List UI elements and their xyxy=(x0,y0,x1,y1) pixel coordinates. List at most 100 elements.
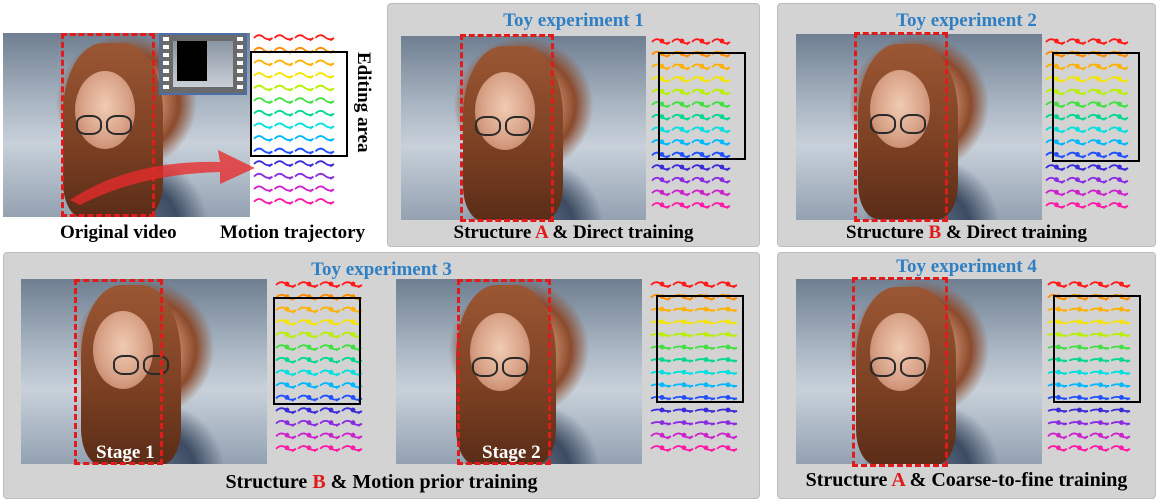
trajectory-row xyxy=(1045,176,1129,184)
trajectory-row xyxy=(651,113,731,121)
trajectory-row xyxy=(253,185,335,193)
trajectory-row xyxy=(651,88,731,96)
trajectory-row xyxy=(650,344,738,351)
trajectory-row xyxy=(651,63,731,71)
experiment-4-area-box xyxy=(1053,295,1141,403)
experiment-2-area-box xyxy=(1052,52,1140,162)
experiment-4-trajectory xyxy=(1047,281,1131,453)
experiment-4-frame xyxy=(796,279,1042,464)
trajectory-row xyxy=(1047,332,1131,338)
trajectory-row xyxy=(253,172,335,180)
toy-experiment-4-title: Toy experiment 4 xyxy=(896,256,1037,277)
trajectory-row xyxy=(651,164,731,172)
trajectory-row xyxy=(1045,164,1129,172)
trajectory-row xyxy=(650,382,738,388)
experiment-4-caption: Structure A & Coarse-to-fine training xyxy=(805,469,1128,491)
trajectory-row xyxy=(1045,113,1129,121)
toy-experiment-1-title: Toy experiment 1 xyxy=(503,10,644,31)
trajectory-row xyxy=(1045,76,1129,84)
trajectory-row xyxy=(651,126,731,134)
experiment-2-caption: Structure B & Direct training xyxy=(846,222,1087,243)
editing-area-label: Editing area xyxy=(353,52,374,153)
stage-1-label: Stage 1 xyxy=(96,442,155,463)
trajectory-row xyxy=(650,306,738,313)
toy-experiment-4-panel: Toy experiment 4 Structure A & Coarse-to… xyxy=(777,252,1156,499)
trajectory-row xyxy=(253,147,335,155)
stage-1-editing-box xyxy=(74,279,163,465)
stage-1-frame xyxy=(21,279,267,464)
trajectory-row xyxy=(1045,202,1129,210)
trajectory-row xyxy=(650,319,738,325)
trajectory-row xyxy=(1047,407,1131,414)
trajectory-row xyxy=(253,109,335,117)
experiment-1-frame xyxy=(401,36,646,220)
trajectory-row xyxy=(1045,38,1129,46)
stage-2-editing-box xyxy=(457,279,551,465)
trajectory-row xyxy=(253,97,335,105)
trajectory-row xyxy=(1045,151,1129,159)
trajectory-row xyxy=(651,101,731,109)
trajectory-row xyxy=(651,151,731,159)
trajectory-row xyxy=(275,419,363,427)
trajectory-row xyxy=(1045,63,1129,71)
toy-experiment-1-panel: Toy experiment 1 Structure A & Direct tr… xyxy=(387,3,760,247)
trajectory-row xyxy=(650,445,738,453)
trajectory-row xyxy=(650,281,738,289)
trajectory-row xyxy=(1047,369,1131,376)
trajectory-row xyxy=(253,72,335,80)
trajectory-row xyxy=(650,357,738,363)
trajectory-row xyxy=(253,122,335,130)
trajectory-row xyxy=(650,407,738,414)
trajectory-row xyxy=(275,407,363,415)
trajectory-row xyxy=(651,139,731,147)
trajectory-row xyxy=(253,198,335,206)
trajectory-row xyxy=(275,445,363,453)
trajectory-row xyxy=(275,369,363,377)
experiment-2-frame xyxy=(796,34,1042,220)
toy-experiment-2-title: Toy experiment 2 xyxy=(896,10,1037,31)
trajectory-row xyxy=(1047,395,1131,401)
trajectory-row xyxy=(1045,139,1129,147)
toy-experiment-2-panel: Toy experiment 2 Structure B & Direct tr… xyxy=(777,3,1156,247)
trajectory-row xyxy=(1047,281,1131,289)
stage-1-area-box xyxy=(273,297,361,405)
trajectory-row xyxy=(1045,88,1129,96)
trajectory-row xyxy=(1045,126,1129,134)
original-video-label: Original video xyxy=(60,222,177,243)
trajectory-row xyxy=(275,281,363,289)
video-thumbnail-icon xyxy=(159,33,247,95)
trajectory-row xyxy=(651,76,731,84)
experiment-1-area-box xyxy=(658,52,746,160)
experiment-3-caption: Structure B & Motion prior training xyxy=(225,471,538,493)
trajectory-row xyxy=(650,420,738,426)
trajectory-row xyxy=(651,202,731,210)
trajectory-row xyxy=(650,332,738,338)
trajectory-row xyxy=(1047,420,1131,426)
stage-2-frame xyxy=(396,279,642,464)
trajectory-row xyxy=(1047,319,1131,325)
trajectory-row xyxy=(651,189,731,197)
trajectory-row xyxy=(1047,357,1131,363)
editing-area-box xyxy=(250,51,348,157)
stage-2-area-box xyxy=(656,295,744,403)
toy-experiment-3-title: Toy experiment 3 xyxy=(311,259,452,280)
trajectory-row xyxy=(1047,432,1131,440)
trajectory-row xyxy=(1045,189,1129,197)
trajectory-row xyxy=(275,432,363,440)
editing-region-box xyxy=(61,33,155,217)
trajectory-row xyxy=(253,59,335,67)
experiment-1-editing-box xyxy=(460,34,554,222)
stage-2-label: Stage 2 xyxy=(482,442,541,463)
motion-trajectory-plot xyxy=(253,34,335,206)
experiment-1-caption: Structure A & Direct training xyxy=(453,222,694,243)
experiment-4-editing-box xyxy=(852,277,948,467)
trajectory-row xyxy=(253,135,335,143)
motion-trajectory-label: Motion trajectory xyxy=(220,222,366,243)
trajectory-row xyxy=(651,176,731,184)
trajectory-row xyxy=(650,432,738,440)
trajectory-row xyxy=(253,34,335,42)
trajectory-row xyxy=(1047,382,1131,388)
trajectory-row xyxy=(253,160,335,168)
trajectory-row xyxy=(1047,445,1131,453)
toy-experiment-3-panel: Toy experiment 3 Stage 1 Stage 2 Structu… xyxy=(3,252,760,499)
